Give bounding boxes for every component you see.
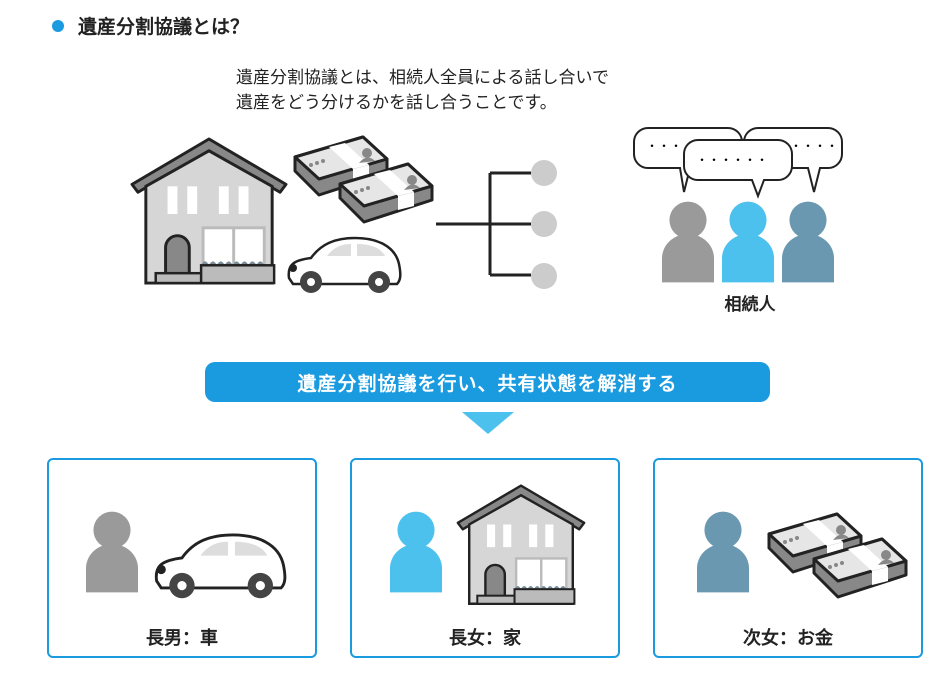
result-label: 次女：お金: [743, 628, 833, 649]
title-bullet-icon: [52, 20, 64, 32]
description: 遺産分割協議とは、相続人全員による話し合いで 遺産をどう分けるかを話し合うことで…: [236, 66, 609, 116]
bubble-text: ・・・・: [790, 139, 838, 153]
down-arrow-icon: [462, 412, 514, 434]
house-icon: [130, 137, 288, 287]
result-card-eldest-daughter: [350, 458, 620, 658]
page-title: 遺産分割協議とは？: [78, 16, 250, 38]
description-line: 遺産をどう分けるかを話し合うことです。: [236, 93, 557, 113]
bubble-text: ・・・: [646, 139, 682, 153]
person-icon: [697, 510, 749, 593]
money-icon: [812, 537, 908, 599]
person-icon: [86, 510, 138, 593]
result-card-eldest-son: [47, 458, 317, 658]
result-banner: 遺産分割協議を行い、共有状態を解消する: [205, 362, 770, 402]
share-dot: [531, 160, 557, 186]
result-card-second-daughter: [653, 458, 923, 658]
heir-person-icon: [782, 200, 834, 283]
result-label: 長女：家: [449, 628, 521, 649]
money-icon: [338, 162, 434, 224]
heirs-label: 相続人: [724, 295, 776, 315]
speech-bubbles: ・・・ ・・・・・・ ・・・・: [633, 127, 843, 199]
person-icon: [390, 510, 442, 593]
bubble-text: ・・・・・・: [696, 153, 768, 167]
share-dot: [531, 263, 557, 289]
heir-person-icon: [722, 200, 774, 283]
heir-person-icon: [662, 200, 714, 283]
car-icon: [285, 234, 403, 296]
result-label: 長男：車: [146, 628, 218, 649]
car-icon: [152, 530, 288, 602]
split-bracket: [436, 160, 557, 289]
description-line: 遺産分割協議とは、相続人全員による話し合いで: [236, 68, 609, 88]
house-icon: [456, 484, 586, 607]
share-dot: [531, 211, 557, 237]
